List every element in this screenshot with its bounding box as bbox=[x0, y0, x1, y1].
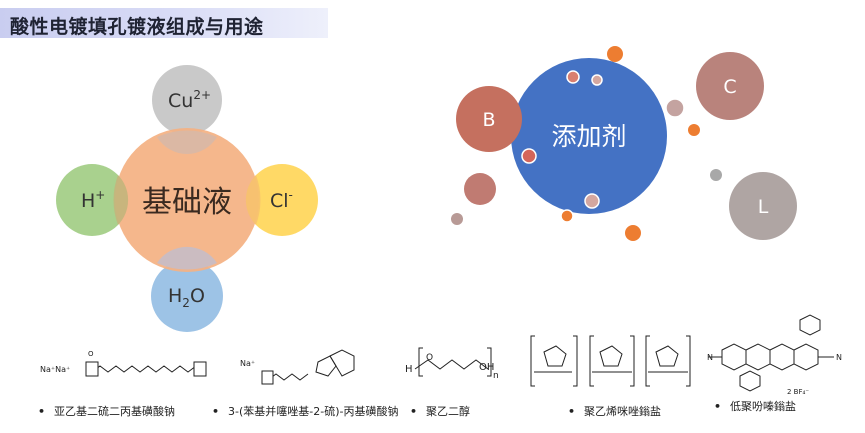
phenazine-ring-1 bbox=[721, 343, 747, 371]
additive-label: 添加剂 bbox=[551, 122, 626, 151]
phenazine-ring-4 bbox=[793, 343, 819, 371]
bubble-pink-2 bbox=[591, 74, 603, 86]
bubble-orange-right bbox=[688, 124, 700, 136]
c-circle bbox=[696, 52, 764, 120]
phenyl-ring-top bbox=[799, 314, 821, 336]
title-banner: 酸性电镀填孔镀液组成与用途 bbox=[0, 8, 328, 38]
cu-label: Cu2+ bbox=[168, 88, 211, 112]
peg-chain bbox=[414, 359, 489, 370]
zps-benzene-ring bbox=[329, 349, 355, 377]
base-solution-label: 基础液 bbox=[142, 185, 232, 220]
imidazolium-ring-2 bbox=[599, 345, 623, 367]
b-circle bbox=[456, 86, 522, 152]
cl-ion-circle bbox=[246, 164, 318, 236]
additives-cluster: 添加剂 B C L bbox=[451, 46, 797, 241]
poly-brackets-2 bbox=[589, 335, 635, 387]
bubble-orange-top bbox=[607, 46, 623, 62]
cu-overlap bbox=[157, 130, 217, 154]
poly-brackets-3 bbox=[645, 335, 691, 387]
zps-counterion: Na⁺ bbox=[240, 359, 255, 368]
water-circle bbox=[151, 260, 223, 332]
b-label: B bbox=[482, 109, 495, 131]
h-label: H+ bbox=[81, 188, 105, 212]
bubble-b-small bbox=[464, 173, 496, 205]
compound-label-zps: •3-(苯基并噻唑基-2-硫)-丙基磺酸钠 bbox=[212, 405, 399, 418]
water-label: H2O bbox=[168, 285, 205, 310]
compound-label-polyimidazolium: •聚乙烯咪唑鎓盐 bbox=[568, 405, 662, 418]
h-overlap bbox=[113, 175, 129, 225]
peg-brackets bbox=[418, 347, 492, 377]
phenazine-ring-3 bbox=[769, 343, 795, 371]
cl-label: Cl- bbox=[270, 188, 293, 212]
structure-peg: H O n OH bbox=[405, 347, 499, 381]
imidazolium-ring-3 bbox=[655, 345, 679, 367]
sps-chain bbox=[91, 365, 197, 373]
cl-overlap bbox=[245, 175, 261, 225]
l-label: L bbox=[758, 196, 769, 218]
phenazinium-n-right: N bbox=[836, 353, 842, 362]
zps-thiazole-ring bbox=[315, 355, 337, 377]
poly-brackets-1 bbox=[530, 335, 578, 387]
l-circle bbox=[729, 172, 797, 240]
base-solution-circle bbox=[115, 128, 259, 272]
peg-n-label: n bbox=[493, 371, 499, 381]
sps-counterions: Na⁺Na⁺ bbox=[40, 365, 70, 374]
c-label: C bbox=[723, 76, 736, 98]
compound-label-peg: •聚乙二醇 bbox=[410, 405, 471, 418]
bubble-pink-1 bbox=[566, 70, 580, 84]
phenyl-ring-bottom bbox=[739, 370, 761, 392]
page-title: 酸性电镀填孔镀液组成与用途 bbox=[10, 16, 264, 38]
sps-sulfonate-right bbox=[193, 361, 207, 377]
phenazinium-n-left: N bbox=[707, 353, 713, 362]
bubble-orange-bottom bbox=[560, 209, 574, 223]
compound-label-phenazinium: •低聚吩嗪鎓盐 bbox=[714, 400, 797, 413]
bubble-grey-small bbox=[710, 169, 722, 181]
bubble-pink-bottom bbox=[584, 193, 600, 209]
zps-chain bbox=[267, 373, 309, 381]
water-overlap bbox=[157, 246, 217, 270]
peg-h-label: H bbox=[405, 364, 413, 375]
structure-zps: Na⁺ bbox=[240, 349, 355, 385]
sps-sulfonate-left bbox=[85, 361, 99, 377]
bubble-grey-right bbox=[665, 98, 685, 118]
structure-sps: Na⁺Na⁺ O bbox=[40, 350, 207, 377]
phenazine-ring-2 bbox=[745, 343, 771, 371]
h-ion-circle bbox=[56, 164, 128, 236]
bubble-orange-low bbox=[625, 225, 641, 241]
cu-ion-circle bbox=[152, 65, 222, 135]
additive-circle bbox=[511, 58, 667, 214]
sps-oxygen-label: O bbox=[88, 350, 94, 358]
structure-polyimidazolium bbox=[530, 335, 691, 387]
phenazinium-counterion: 2 BF₄⁻ bbox=[787, 388, 809, 396]
bubble-red-left bbox=[521, 148, 537, 164]
structure-phenazinium: N N 2 BF₄⁻ bbox=[707, 314, 842, 396]
peg-o-label: O bbox=[426, 353, 433, 363]
zps-sulfonate bbox=[261, 370, 274, 385]
base-solution-cluster: 基础液 Cu2+ H+ Cl- H2O bbox=[56, 65, 318, 332]
bubble-tiny-grey bbox=[451, 213, 463, 225]
peg-oh-label: OH bbox=[479, 362, 494, 373]
imidazolium-ring-1 bbox=[543, 345, 567, 367]
compound-label-sps: •亚乙基二硫二丙基磺酸钠 bbox=[38, 405, 176, 418]
